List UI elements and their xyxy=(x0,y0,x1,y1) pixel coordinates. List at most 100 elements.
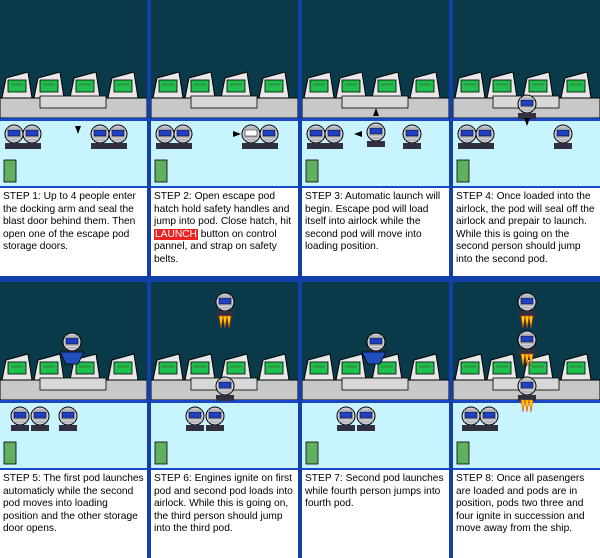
console-panel xyxy=(313,83,325,86)
docking-room-floor xyxy=(151,400,298,470)
step-5-caption: STEP 5: The first pod launches automatic… xyxy=(0,470,147,558)
pod-base xyxy=(5,143,23,149)
pod-hatch xyxy=(521,382,533,388)
pod-base xyxy=(476,143,494,149)
blast-door xyxy=(155,442,167,464)
engine-flames xyxy=(521,400,533,412)
escape-pod xyxy=(462,407,480,431)
step-7-scene xyxy=(302,282,449,470)
console-panel xyxy=(11,83,23,86)
pod-hatch xyxy=(370,128,382,134)
blast-door xyxy=(457,160,469,182)
step-8-caption: STEP 8: Once all pasengers are loaded an… xyxy=(453,470,600,558)
pod-hatch xyxy=(26,130,38,136)
console-panel xyxy=(532,83,544,86)
escape-pod xyxy=(518,95,536,119)
console-panel xyxy=(419,83,431,86)
step-panel-5: STEP 5: The first pod launches automatic… xyxy=(0,282,147,558)
escape-pod xyxy=(11,407,29,431)
pod-hatch xyxy=(34,412,46,418)
pod-base xyxy=(11,425,29,431)
pod-base xyxy=(307,143,325,149)
pod-hatch xyxy=(340,412,352,418)
console-panel xyxy=(230,83,242,86)
escape-pod xyxy=(91,125,109,149)
console-panel xyxy=(11,365,23,368)
escape-pod xyxy=(206,407,224,431)
escape-pod xyxy=(59,407,77,431)
escape-pod xyxy=(458,125,476,149)
pod-base xyxy=(91,143,109,149)
airlock-frame xyxy=(40,378,106,390)
engine-flames xyxy=(521,316,533,328)
blast-door xyxy=(4,442,16,464)
console-panel xyxy=(79,365,91,368)
pod-base xyxy=(174,143,192,149)
pod-base xyxy=(31,425,49,431)
escape-pod xyxy=(367,123,385,147)
pod-hatch xyxy=(14,412,26,418)
pod-base xyxy=(216,395,234,401)
escape-pod xyxy=(480,407,498,431)
step-6-caption: STEP 6: Engines ignite on first pod and … xyxy=(151,470,298,558)
pod-hatch xyxy=(479,130,491,136)
escape-pod xyxy=(109,125,127,149)
console-panel xyxy=(496,365,508,368)
blast-door xyxy=(306,160,318,182)
pod-hatch xyxy=(219,382,231,388)
step-panel-1: STEP 1: Up to 4 people enter the docking… xyxy=(0,0,147,276)
console-panel xyxy=(43,83,55,86)
console-panel xyxy=(345,365,357,368)
pod-hatch xyxy=(557,130,569,136)
pod-hatch xyxy=(328,130,340,136)
console-panel xyxy=(381,83,393,86)
engine-flames xyxy=(219,316,231,328)
step-5-scene xyxy=(0,282,147,470)
blast-door xyxy=(155,160,167,182)
step-panel-3: STEP 3: Automatic launch will begin. Esc… xyxy=(302,0,449,276)
blast-door xyxy=(4,160,16,182)
escape-pod xyxy=(216,377,234,401)
pod-base xyxy=(458,143,476,149)
airlock-frame xyxy=(342,378,408,390)
pod-hatch xyxy=(263,130,275,136)
pod-hatch xyxy=(219,298,231,304)
step-panel-7: STEP 7: Second pod launches while fourth… xyxy=(302,282,449,558)
room-top-wall xyxy=(302,400,449,403)
pod-hatch xyxy=(521,100,533,106)
pod-hatch xyxy=(66,338,78,344)
pod-base xyxy=(59,425,77,431)
console-panel xyxy=(230,365,242,368)
pod-hatch xyxy=(112,130,124,136)
step-8-scene xyxy=(453,282,600,470)
console-panel xyxy=(43,365,55,368)
console-panel xyxy=(570,83,582,86)
pod-base xyxy=(367,141,385,147)
pod-hatch xyxy=(209,412,221,418)
step-panel-2: STEP 2: Open escape pod hatch hold safet… xyxy=(151,0,298,276)
pod-hatch xyxy=(521,298,533,304)
pod-hatch xyxy=(465,412,477,418)
pod-hatch xyxy=(245,130,257,136)
room-top-wall xyxy=(0,400,147,403)
step-panel-8: STEP 8: Once all pasengers are loaded an… xyxy=(453,282,600,558)
step-6-scene xyxy=(151,282,298,470)
pod-hatch xyxy=(370,338,382,344)
room-top-wall xyxy=(151,118,298,121)
console-panel xyxy=(79,83,91,86)
pod-hatch xyxy=(310,130,322,136)
pod-hatch xyxy=(94,130,106,136)
console-panel xyxy=(496,83,508,86)
step-panel-6: STEP 6: Engines ignite on first pod and … xyxy=(151,282,298,558)
step-2-caption: STEP 2: Open escape pod hatch hold safet… xyxy=(151,188,298,276)
pod-hatch xyxy=(521,336,533,342)
escape-pod xyxy=(5,125,23,149)
pod-hatch xyxy=(461,130,473,136)
docking-room-floor xyxy=(453,118,600,188)
escape-pod xyxy=(186,407,204,431)
console-panel xyxy=(162,365,174,368)
pod-base xyxy=(337,425,355,431)
console-panel xyxy=(464,365,476,368)
console-panel xyxy=(268,365,280,368)
